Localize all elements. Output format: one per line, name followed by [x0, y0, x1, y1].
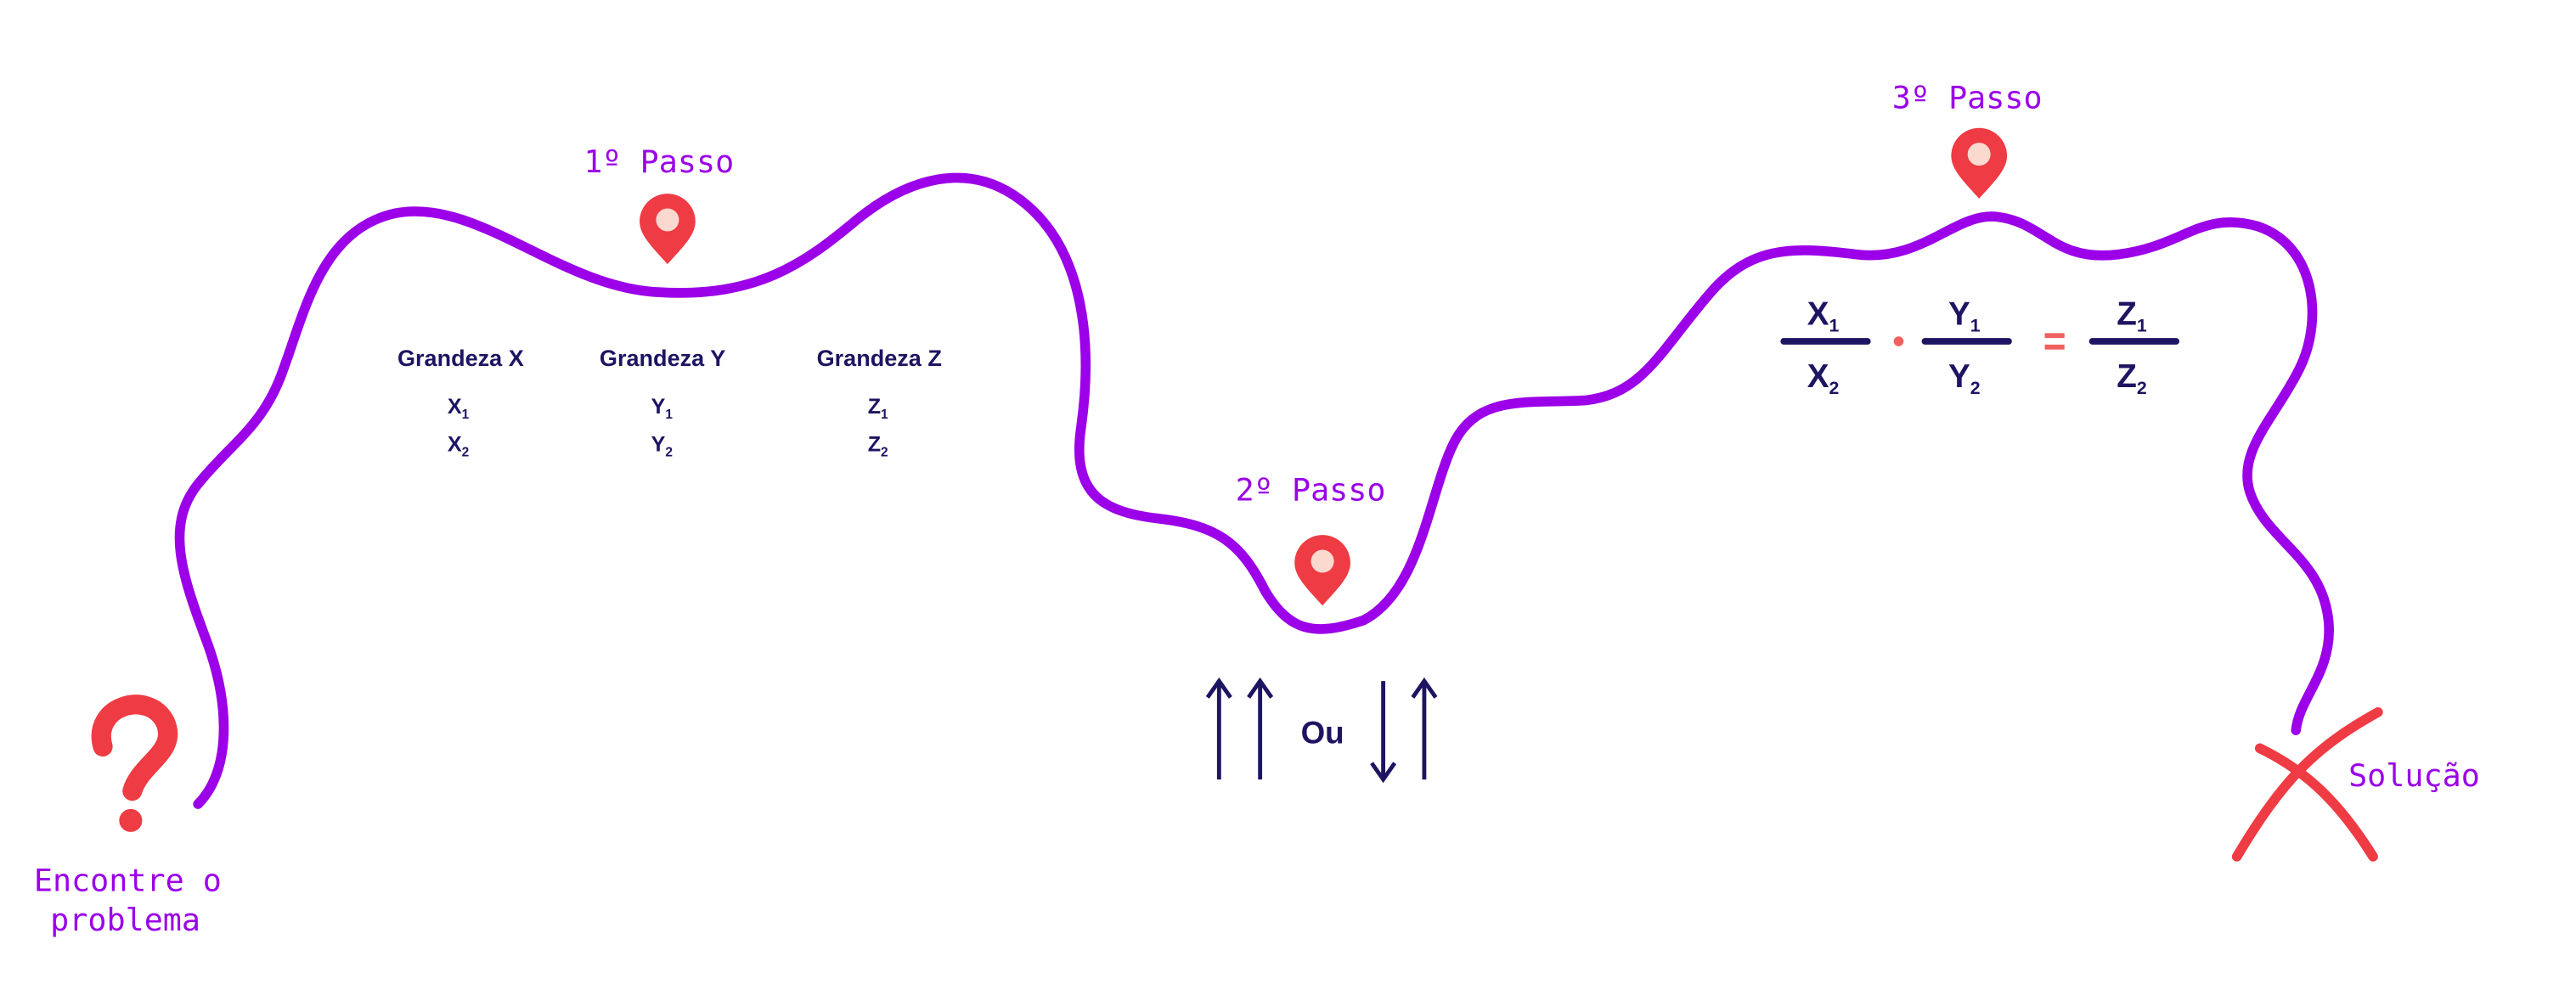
- quantities-table: Grandeza X Grandeza Y Grandeza Z X1 Y1 Z…: [397, 346, 942, 459]
- x-mark-icon: [2231, 707, 2383, 862]
- multiply-dot: [1893, 336, 1904, 346]
- map-pin-icon-step2: [1294, 535, 1350, 606]
- arrow-up-icon: [1205, 677, 1232, 780]
- direction-arrows: [1205, 677, 1438, 784]
- arrow-down-icon: [1370, 681, 1397, 784]
- fraction3-numerator: Z1: [2117, 296, 2147, 336]
- or-label: Ou: [1301, 716, 1344, 751]
- fraction1-denominator: X2: [1807, 358, 1840, 398]
- proportion-equation: X1 X2 Y1 Y2 Z1 Z2: [1780, 296, 2180, 398]
- start-label-line2: problema: [50, 902, 200, 938]
- arrow-up-icon: [1411, 677, 1438, 780]
- question-mark-icon: [91, 695, 178, 832]
- cell-y2: Y2: [651, 433, 673, 460]
- fraction1-numerator: X1: [1807, 296, 1840, 336]
- winding-road-path: [174, 172, 2334, 809]
- cell-x2: X2: [448, 433, 469, 460]
- cell-z2: Z2: [868, 433, 888, 460]
- step2-label: 2º Passo: [1236, 472, 1386, 509]
- header-grandeza-z: Grandeza Z: [817, 346, 942, 371]
- solution-label: Solução: [2348, 757, 2480, 794]
- header-grandeza-x: Grandeza X: [397, 346, 524, 371]
- equals-sign: [2044, 333, 2065, 350]
- cell-y1: Y1: [651, 395, 674, 422]
- fraction2-denominator: Y2: [1948, 358, 1981, 398]
- fraction2-numerator: Y1: [1948, 296, 1981, 336]
- header-grandeza-y: Grandeza Y: [600, 346, 725, 371]
- start-label-line1: Encontre o: [34, 863, 222, 899]
- cell-x1: X1: [448, 395, 470, 422]
- cell-z1: Z1: [868, 395, 888, 422]
- step3-label: 3º Passo: [1892, 80, 2043, 116]
- map-pin-icon-step1: [640, 194, 696, 265]
- step1-label: 1º Passo: [583, 143, 734, 180]
- arrow-up-icon: [1247, 677, 1274, 780]
- map-pin-icon-step3: [1951, 127, 2008, 199]
- fraction3-denominator: Z2: [2117, 358, 2146, 398]
